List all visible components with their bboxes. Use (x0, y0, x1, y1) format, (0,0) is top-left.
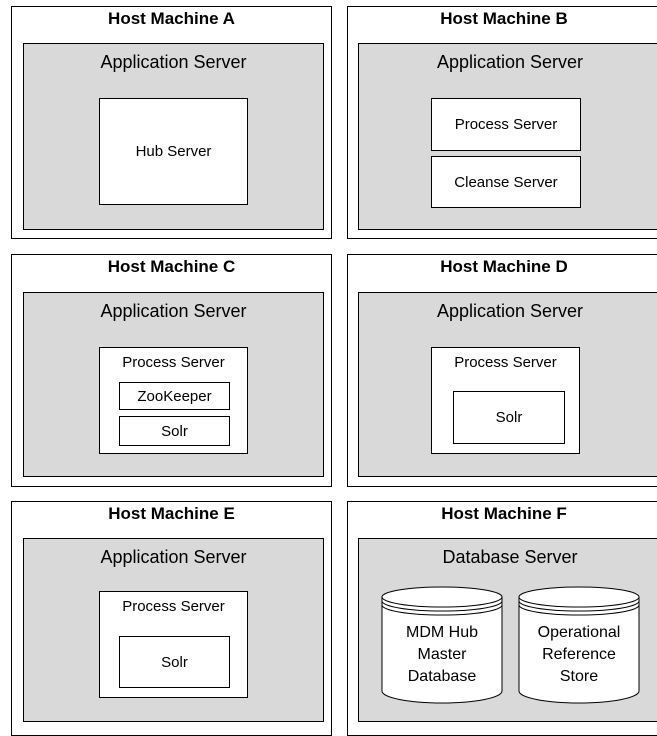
application-server-b-title: Application Server (436, 52, 584, 72)
host-machine-b: Host Machine B Application Server Proces… (347, 6, 657, 239)
host-machine-f: Host Machine F Database Server MDM Hub M… (347, 501, 657, 736)
solr-label-e: Solr (161, 653, 188, 671)
cleanse-server-box: Cleanse Server (431, 156, 581, 208)
solr-box-d: Solr (453, 391, 565, 444)
mdm-hub-database-cylinder (381, 586, 503, 704)
host-machine-c-title: Host Machine C (107, 257, 236, 276)
host-machine-f-title: Host Machine F (441, 504, 567, 523)
database-server-title: Database Server (442, 547, 578, 567)
mdm-hub-database-label: MDM Hub Master Database (405, 624, 478, 685)
application-server-d: Application Server Process Server Solr (358, 292, 657, 477)
application-server-d-title: Application Server (436, 301, 584, 321)
operational-reference-store-label: Operational Reference Store (537, 624, 621, 685)
host-machine-a-title: Host Machine A (108, 9, 235, 28)
application-server-a-title: Application Server (100, 52, 247, 72)
host-machine-e-title: Host Machine E (108, 504, 235, 523)
process-server-box-d: Process Server Solr (431, 347, 580, 454)
host-machine-b-title: Host Machine B (440, 9, 568, 28)
hub-server-label: Hub Server (135, 143, 212, 160)
host-machine-a: Host Machine A Application Server Hub Se… (11, 6, 332, 239)
zookeeper-label: ZooKeeper (137, 387, 212, 405)
hub-server-box: Hub Server (99, 98, 248, 205)
application-server-c-title: Application Server (100, 301, 247, 321)
solr-label-c: Solr (161, 422, 188, 440)
application-server-a: Application Server Hub Server (23, 43, 324, 230)
cleanse-server-label: Cleanse Server (454, 173, 558, 191)
operational-reference-store-cylinder (518, 586, 640, 704)
process-server-box-e: Process Server Solr (99, 591, 248, 698)
solr-box-c: Solr (119, 416, 230, 446)
host-machine-e: Host Machine E Application Server Proces… (11, 501, 332, 736)
application-server-c: Application Server Process Server ZooKee… (23, 292, 324, 477)
host-machine-c: Host Machine C Application Server Proces… (11, 254, 332, 487)
host-machine-d: Host Machine D Application Server Proces… (347, 254, 657, 487)
application-server-e-title: Application Server (100, 547, 247, 567)
host-machine-d-title: Host Machine D (440, 257, 568, 276)
process-server-label-d: Process Server (454, 354, 557, 371)
process-server-label-e: Process Server (122, 598, 225, 615)
zookeeper-box: ZooKeeper (119, 382, 230, 410)
process-server-label-c: Process Server (122, 354, 225, 371)
application-server-e: Application Server Process Server Solr (23, 538, 324, 722)
application-server-b: Application Server Process Server Cleans… (358, 43, 657, 230)
solr-label-d: Solr (495, 409, 523, 426)
process-server-box-c: Process Server ZooKeeper Solr (99, 347, 248, 454)
process-server-box-b: Process Server (431, 98, 581, 151)
solr-box-e: Solr (119, 636, 230, 688)
process-server-label-b: Process Server (454, 116, 558, 133)
database-server: Database Server MDM Hub Master Database … (358, 538, 657, 722)
